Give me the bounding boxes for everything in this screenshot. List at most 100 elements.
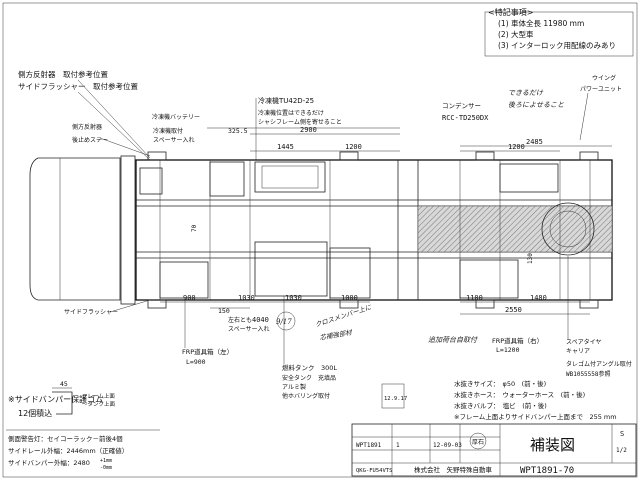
spec-side-rail: サイドレール外幅：2446mm（正確値） xyxy=(8,446,128,455)
freezer-unit-label: 冷凍機TU42D-25 xyxy=(258,96,314,105)
handwritten-note-1: できるだけ xyxy=(508,89,544,97)
handwritten-note-fwd-2: 芯補強部材 xyxy=(319,328,354,342)
leader-line xyxy=(99,137,151,157)
freezer-unit xyxy=(254,161,326,193)
spacer-front-label: 左右とも xyxy=(228,316,252,324)
drain-hose: 水抜きホース： ウォーターホース (前・後) xyxy=(454,390,585,399)
tie-angle-label-2: WB1055558参照 xyxy=(566,370,611,378)
freezer-note-2: シャシフレーム側を寄せること xyxy=(258,118,342,126)
spec-title: <特記事項> xyxy=(488,7,533,17)
dim-1200-top: 1200 xyxy=(345,143,362,151)
fuel-tank xyxy=(254,241,328,297)
freezer-bracket-label-2: スペーサー入れ xyxy=(153,137,194,144)
fuel-tank-label-3: アルミ製 xyxy=(282,383,306,391)
handwritten-note-fwd: クロスメンバー上に xyxy=(314,303,373,329)
stamp-date: 12.9.17 xyxy=(384,396,407,402)
bottom-dimensions: 900 1030 1030 1000 1100 1480 150 2550 xyxy=(160,294,590,315)
frp-left-label-1: FRP道具箱（左） xyxy=(182,347,233,356)
spec-tolerance-plus: +1mm xyxy=(100,458,112,464)
dim-150: 150 xyxy=(218,307,230,315)
truck-plan-view: 70 130 xyxy=(29,151,613,309)
dim-1030b: 1030 xyxy=(285,294,302,302)
brake-stay-label: 後止めステー xyxy=(72,136,108,144)
freezer-bracket-label-1: 冷凍機取付 xyxy=(153,127,183,135)
title-chassis: QKG-FU54VTS xyxy=(356,468,392,474)
bracket-dim: 45 xyxy=(60,380,68,388)
dim-2900: 2900 xyxy=(300,126,317,134)
sign-circle xyxy=(276,311,296,331)
dim-1200-right: 1200 xyxy=(508,143,525,151)
fuel-tank-label-1: 燃料タンク 300L xyxy=(282,363,337,372)
leader-line xyxy=(109,299,151,313)
handwritten-note-2: 後ろによせること xyxy=(508,101,564,109)
drawing-title: 補装図 xyxy=(530,436,575,454)
drawing-number: WPT1891-70 xyxy=(520,466,574,476)
reflector-small-label: 側方反射器 xyxy=(72,123,102,131)
title-check: 1 xyxy=(396,442,400,449)
freezer-battery-label: 冷凍機バッテリー xyxy=(152,113,200,121)
approval-seal xyxy=(469,432,487,450)
side-reflector-label: 側方反射器 取付参考位置 xyxy=(18,69,108,79)
side-flasher-position-label: サイドフラッシャー 取付参考位置 xyxy=(18,81,138,91)
dim-70: 70 xyxy=(191,224,198,232)
dim-1030: 1030 xyxy=(238,294,255,302)
spec-notes-box: <特記事項> (1) 車体全長 11980 mm (2) 大型車 (3) インタ… xyxy=(484,7,634,57)
drain-size: 水抜きサイズ： φ50 (前・後) xyxy=(454,379,546,388)
equipment-box xyxy=(329,247,371,299)
fuel-tank-label-4: 他ホバリング取付 xyxy=(282,392,330,400)
condenser-model: RCC-TD250DX xyxy=(442,114,489,122)
frp-right-label-1: FRP道具箱（右） xyxy=(492,336,543,345)
power-unit-label: パワーユニット xyxy=(580,86,622,93)
bumper-rubber-note-2: 12個積込 xyxy=(18,408,52,418)
dim-900: 900 xyxy=(183,294,196,302)
spare-carrier-label-2: キャリア xyxy=(566,348,590,355)
title-scale: S xyxy=(620,430,624,438)
frp-left-label-2: L=900 xyxy=(186,358,206,366)
title-sheet: 1/2 xyxy=(616,447,627,454)
drain-valve: 水抜きバルブ： 塩ビ (前・後) xyxy=(454,401,547,410)
bottom-spec-block: 側面警告灯：セイコーラック－前後4個 サイドレール外幅：2446mm（正確値） … xyxy=(6,429,160,471)
handwritten-note-rear: 追加荷台自取付 xyxy=(428,336,478,344)
dim-1000: 1000 xyxy=(341,294,358,302)
spec-item-1: (1) 車体全長 11980 mm xyxy=(498,18,584,28)
spec-item-2: (2) 大型車 xyxy=(498,29,534,39)
cab-back xyxy=(120,155,136,305)
frame-to-bumper-note: ※フレーム上面よりサイドバンパー上面まで 255 mm xyxy=(454,412,617,421)
side-flasher-label: サイドフラッシャー xyxy=(64,309,118,316)
condenser-unit xyxy=(499,163,559,193)
spec-box-frame xyxy=(484,11,634,57)
bumper-rubber-note-1: ※サイドバンパー保護ゴム xyxy=(8,394,103,404)
front-bracket xyxy=(139,167,163,195)
inspection-stamp xyxy=(381,383,405,409)
spec-tolerance-minus: -0mm xyxy=(100,465,112,471)
title-approved: 厚石 xyxy=(472,439,484,446)
spare-tire xyxy=(541,202,595,256)
dim-1480: 1480 xyxy=(530,294,547,302)
wing-label: ウイング xyxy=(592,74,616,82)
frp-toolbox-left xyxy=(159,261,209,299)
dim-325: 325.5 xyxy=(228,127,248,135)
spacer-front-dim: 4040 xyxy=(252,316,269,324)
leader-line xyxy=(77,79,151,159)
bracket-label-2: ～タンク上面 xyxy=(82,400,116,408)
title-date: 12-09-03 xyxy=(433,442,462,449)
spec-warning-light: 側面警告灯：セイコーラック－前後4個 xyxy=(8,434,123,443)
frp-right-label-2: L=1200 xyxy=(496,346,520,354)
spec-side-bumper: サイドバンパー外幅：2480 xyxy=(8,458,90,467)
spare-carrier-label-1: スペアタイヤ xyxy=(566,338,601,346)
spec-item-3: (3) インターロック用配線のみあり xyxy=(498,40,616,50)
freezer-note-1: 冷凍機位置はできるだけ xyxy=(258,109,324,117)
fuel-tank-label-2: 安全タンク 充填品 xyxy=(282,374,336,382)
dim-130: 130 xyxy=(527,253,534,264)
leader-line xyxy=(77,91,151,161)
condenser-label: コンデンサー xyxy=(442,101,481,110)
frp-toolbox-right xyxy=(459,259,519,299)
top-dimensions: 325.5 2900 1445 1200 2485 1200 xyxy=(207,126,612,152)
title-block: WPT1891 1 12-09-03 厚石 QKG-FU54VTS 株式会社 矢… xyxy=(351,423,637,477)
leader-line xyxy=(579,92,589,141)
bracket-label-1: フレーム上面 xyxy=(82,392,115,400)
dim-2485: 2485 xyxy=(526,138,543,146)
rear-hatched-area xyxy=(417,205,613,253)
